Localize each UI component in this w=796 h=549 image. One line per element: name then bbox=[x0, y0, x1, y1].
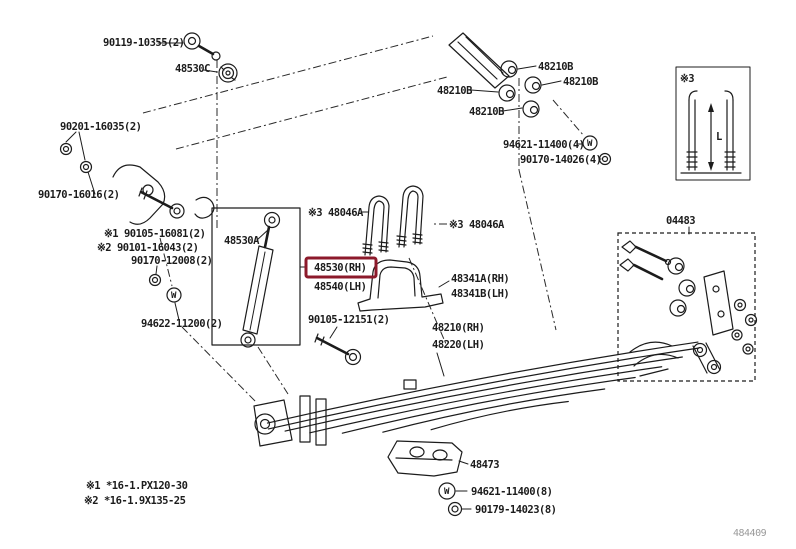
shock-absorber-art bbox=[211, 207, 301, 348]
washer-symbol-icon: W bbox=[444, 487, 450, 497]
part-label-48473[interactable]: 48473 bbox=[470, 459, 500, 471]
part-label-90201-16035[interactable]: 90201-16035(2) bbox=[60, 121, 142, 133]
part-label-94622-11200[interactable]: 94622-11200(2) bbox=[141, 318, 223, 330]
bracket-art-48341 bbox=[357, 259, 444, 312]
part-label-48046a-left[interactable]: ※3 48046A bbox=[308, 207, 365, 219]
frame-plate-art bbox=[448, 32, 510, 89]
part-label-48341b-lh[interactable]: 48341B(LH) bbox=[451, 288, 510, 300]
footnote-1: ※1 *16-1.PX120-30 bbox=[86, 480, 188, 492]
part-label-48210b-2[interactable]: 48210B bbox=[563, 76, 599, 88]
grommet-art-48530c bbox=[218, 63, 238, 83]
part-label-94621-11400-4[interactable]: 94621-11400(4) bbox=[503, 139, 585, 151]
dimension-label-L: L bbox=[716, 131, 722, 143]
leader-lines bbox=[65, 42, 690, 510]
part-label-90101-16043[interactable]: ※2 90101-16043(2) bbox=[97, 242, 199, 254]
figure-code: 484409 bbox=[733, 528, 767, 539]
part-label-94621-11400-8[interactable]: 94621-11400(8) bbox=[471, 486, 553, 498]
part-label-48220-lh[interactable]: 48220(LH) bbox=[432, 339, 485, 351]
part-label-90105-12151[interactable]: 90105-12151(2) bbox=[308, 314, 390, 326]
part-label-48210b-4[interactable]: 48210B bbox=[469, 106, 505, 118]
bushing-art-48210b bbox=[498, 60, 542, 118]
leaf-spring-art bbox=[253, 341, 722, 447]
part-label-48210b-3[interactable]: 48210B bbox=[437, 85, 473, 97]
part-label-48540-lh[interactable]: 48540(LH) bbox=[314, 281, 367, 293]
washer-symbol-icon: W bbox=[171, 291, 177, 301]
spring-seat-art-48473 bbox=[387, 440, 463, 477]
part-label-90170-16016[interactable]: 90170-16016(2) bbox=[38, 189, 120, 201]
part-label-90170-14026[interactable]: 90170-14026(4) bbox=[520, 154, 602, 166]
part-label-90170-12008[interactable]: 90170-12008(2) bbox=[131, 255, 213, 267]
shackle-kit-art-04483 bbox=[617, 232, 758, 382]
part-label-48530c[interactable]: 48530C bbox=[175, 63, 211, 75]
fastener-art-topright bbox=[582, 135, 612, 166]
part-label-48210b-1[interactable]: 48210B bbox=[538, 61, 574, 73]
fastener-art-left bbox=[59, 142, 215, 303]
washer-symbol-icon: W bbox=[587, 139, 593, 149]
part-label-48210-rh[interactable]: 48210(RH) bbox=[432, 322, 485, 334]
part-label-90105-16081[interactable]: ※1 90105-16081(2) bbox=[104, 228, 206, 240]
u-bolt-art bbox=[362, 185, 424, 256]
bolt-art-90119 bbox=[183, 32, 221, 61]
part-label-48046a-right[interactable]: ※3 48046A bbox=[449, 219, 506, 231]
selected-part-highlight bbox=[304, 256, 378, 279]
part-label-48530-rh[interactable]: 48530(RH) bbox=[314, 262, 367, 274]
ubolt-length-inset bbox=[675, 66, 751, 181]
part-label-48530a[interactable]: 48530A bbox=[224, 235, 261, 247]
fastener-art-bottom bbox=[438, 482, 463, 517]
part-label-04483[interactable]: 04483 bbox=[666, 215, 696, 227]
part-label-90179-14023[interactable]: 90179-14023(8) bbox=[475, 504, 557, 516]
part-label-48341a-rh[interactable]: 48341A(RH) bbox=[451, 273, 510, 285]
part-label-90119-10355[interactable]: 90119-10355(2) bbox=[103, 37, 185, 49]
inset-note-label: ※3 bbox=[680, 73, 694, 85]
frame-reference-lines bbox=[142, 35, 585, 403]
bolt-art-90105-12151 bbox=[314, 333, 362, 366]
footnote-2: ※2 *16-1.9X135-25 bbox=[84, 495, 186, 507]
